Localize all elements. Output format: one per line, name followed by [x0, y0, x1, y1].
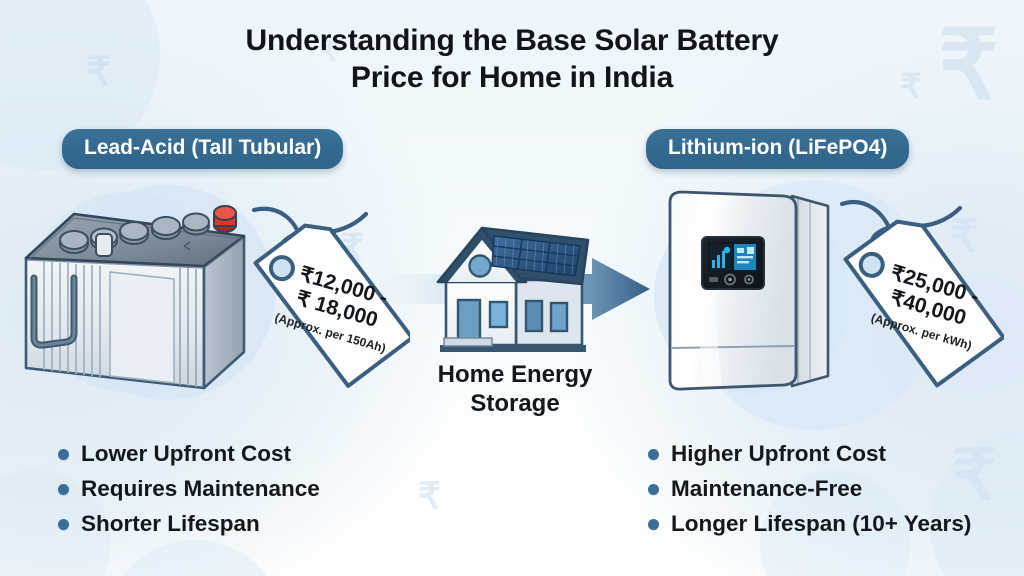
list-item-label: Maintenance-Free [671, 476, 863, 501]
lead-acid-battery-icon [8, 192, 260, 397]
price-tag-left: ₹12,000 - ₹ 18,000 (Approx. per 150Ah) [250, 192, 415, 397]
list-item-label: Requires Maintenance [81, 476, 320, 501]
list-item-label: Shorter Lifespan [81, 511, 260, 536]
bullet-dot-icon [648, 448, 659, 460]
price-tag-right: ₹25,000 - ₹40,000 (Approx. per kWh) [839, 188, 1006, 397]
bullet-dot-icon [58, 483, 69, 495]
page-title-line2: Price for Home in India [350, 61, 674, 95]
center-caption: Home Energy Storage [392, 360, 638, 419]
list-item: Maintenance-Free [648, 476, 971, 502]
bullet-dot-icon [58, 518, 69, 530]
center-caption-line1: Home Energy [437, 361, 593, 388]
rupee-watermark-icon: ₹ [952, 436, 997, 514]
rupee-watermark-icon: ₹ [938, 12, 1000, 119]
feature-list-lead-acid: Lower Upfront Cost Requires Maintenance … [58, 441, 320, 546]
list-item: Lower Upfront Cost [58, 441, 320, 467]
rupee-watermark-icon: ₹ [418, 475, 441, 516]
bullet-dot-icon [648, 518, 659, 530]
page-title-line1: Understanding the Base Solar Battery [245, 24, 779, 57]
rupee-watermark-icon: ₹ [900, 68, 922, 106]
lithium-battery-inverter-icon [652, 180, 850, 405]
house-with-solar-panels-icon [432, 214, 598, 371]
center-caption-line2: Storage [470, 390, 560, 418]
rupee-watermark-icon: ₹ [86, 50, 112, 94]
bullet-dot-icon [58, 448, 69, 460]
bullet-dot-icon [648, 483, 659, 495]
feature-list-lithium-ion: Higher Upfront Cost Maintenance-Free Lon… [648, 441, 971, 546]
list-item: Longer Lifespan (10+ Years) [648, 511, 971, 537]
list-item-label: Lower Upfront Cost [81, 441, 291, 466]
list-item-label: Longer Lifespan (10+ Years) [671, 511, 972, 536]
badge-lead-acid-label: Lead-Acid (Tall Tubular) [84, 136, 322, 159]
battery-positive-terminal-icon [213, 205, 237, 233]
inverter-display-panel-icon [701, 236, 765, 290]
badge-lithium-ion: Lithium-ion (LiFePO4) [646, 129, 910, 169]
list-item: Higher Upfront Cost [648, 441, 971, 467]
list-item-label: Higher Upfront Cost [671, 441, 886, 466]
page-title: Understanding the Base Solar Battery Pri… [0, 22, 1024, 96]
list-item: Shorter Lifespan [58, 511, 320, 537]
rupee-watermark-icon: ₹ [320, 36, 338, 67]
list-item: Requires Maintenance [58, 476, 320, 502]
badge-lead-acid: Lead-Acid (Tall Tubular) [62, 129, 344, 169]
rupee-watermark-icon: ₹ [950, 212, 978, 261]
badge-lithium-ion-label: Lithium-ion (LiFePO4) [668, 136, 888, 159]
